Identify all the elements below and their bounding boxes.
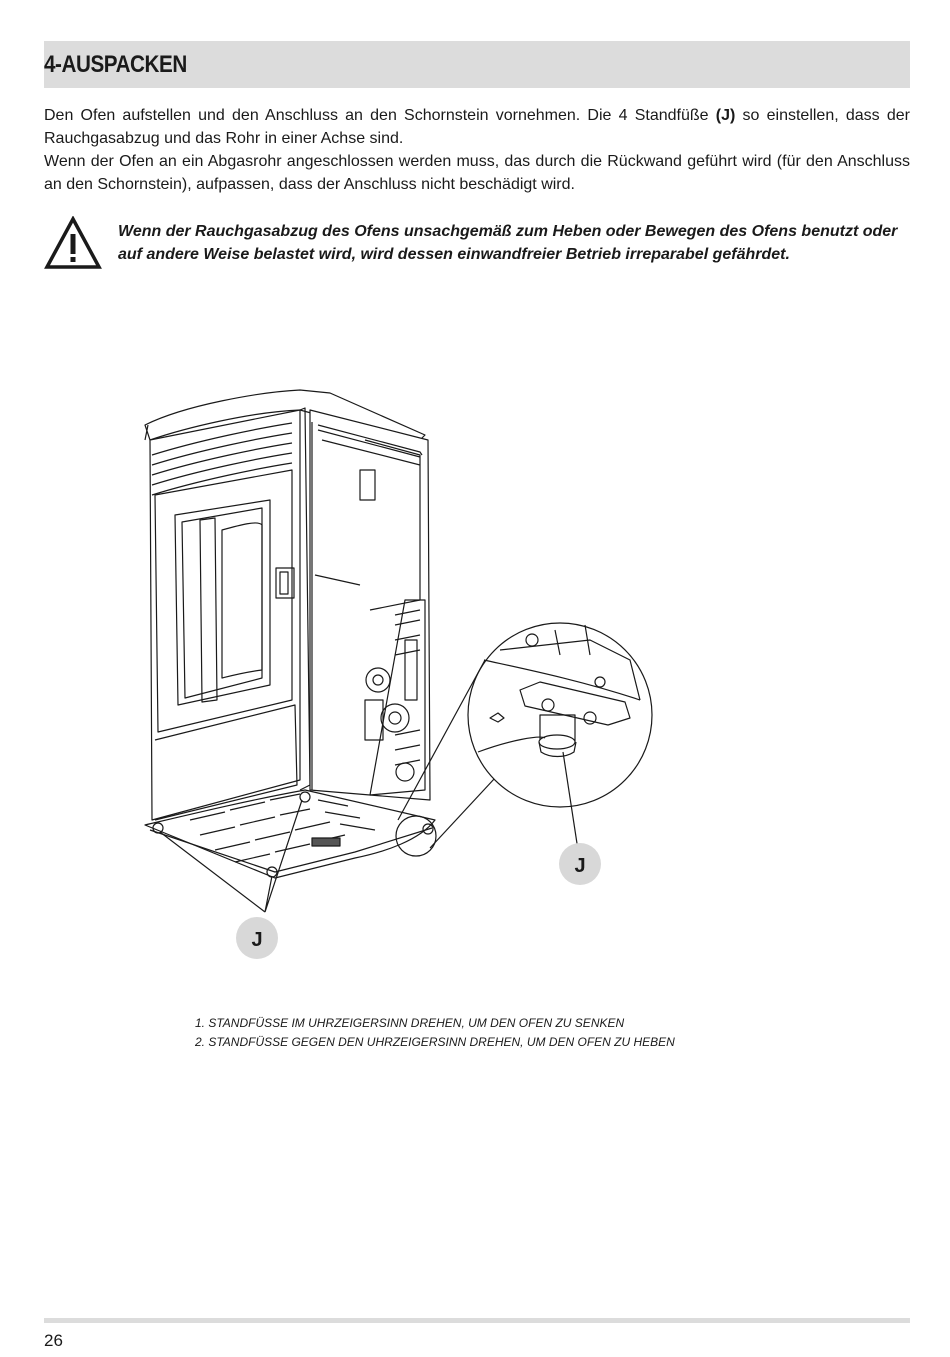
adjustment-instructions: 1. STANDFÜSSE IM UHRZEIGERSINN DREHEN, U…	[195, 1014, 795, 1052]
intro-text-part: so einstellen, dass der Rauchgasabzug un…	[44, 107, 910, 147]
section-header: 4-AUSPACKEN	[44, 41, 910, 88]
intro-text-part: Den Ofen aufstellen und den Anschluss an…	[44, 107, 716, 124]
intro-paragraph-2: Wenn der Ofen an ein Abgasrohr angeschlo…	[44, 153, 910, 193]
instruction-line: 2. STANDFÜSSE GEGEN DEN UHRZEIGERSINN DR…	[195, 1035, 675, 1049]
footer-divider	[44, 1318, 910, 1323]
callout-label-detail: J	[574, 855, 585, 877]
callout-label-main: J	[251, 929, 262, 951]
foot-reference: (J)	[715, 107, 736, 124]
warning-text: Wenn der Rauchgasabzug des Ofens unsachg…	[118, 223, 898, 263]
page-number: 26	[44, 1331, 63, 1350]
instruction-line: 1. STANDFÜSSE IM UHRZEIGERSINN DREHEN, U…	[195, 1016, 625, 1030]
intro-text: Den Ofen aufstellen und den Anschluss an…	[44, 104, 910, 196]
intro-paragraph-1: Den Ofen aufstellen und den Anschluss an…	[44, 104, 910, 150]
warning-triangle-icon	[44, 216, 102, 269]
section-title: 4-AUSPACKEN	[44, 51, 187, 78]
warning-box: Wenn der Rauchgasabzug des Ofens unsachg…	[44, 216, 910, 276]
